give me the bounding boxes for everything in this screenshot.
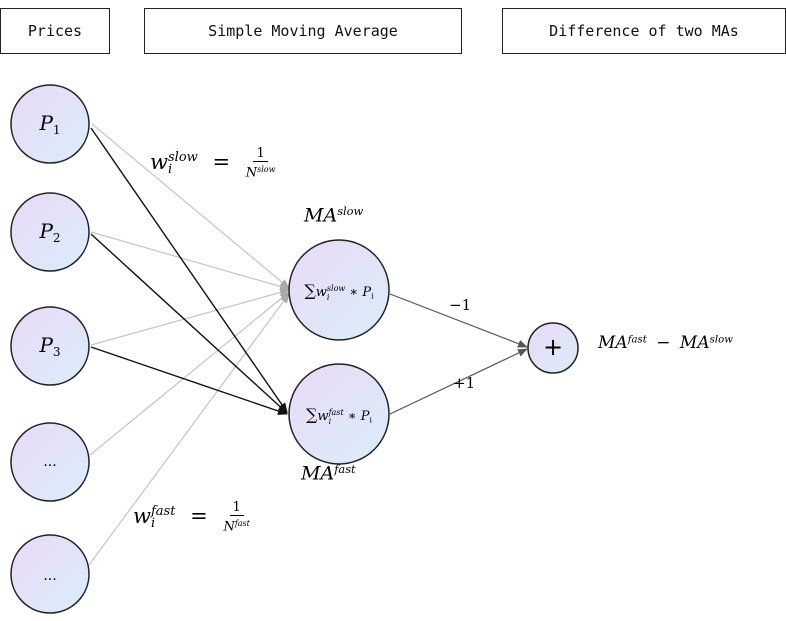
- input-label-p1: P1: [39, 110, 61, 138]
- ma-fast-node: [288, 363, 390, 465]
- input-label-4: ...: [43, 454, 57, 470]
- input-node-p1: [10, 84, 90, 164]
- edge-p3-slow: [90, 288, 290, 346]
- input-node-p3: [10, 306, 90, 386]
- edge-p4-slow: [89, 291, 290, 456]
- edge-p2-fast: [90, 233, 288, 414]
- input-node-4: [10, 422, 90, 502]
- input-label-5: ...: [43, 568, 57, 584]
- edge-p5-slow: [88, 293, 290, 566]
- edges-to-ma-slow: [88, 123, 290, 566]
- input-label-p2: P2: [39, 218, 61, 246]
- ma-fast-title: MAfast: [301, 462, 356, 485]
- input-nodes: [10, 84, 90, 614]
- edge-p3-fast: [90, 346, 288, 415]
- edge-p1-fast: [90, 127, 288, 413]
- input-label-p3: P3: [39, 332, 61, 360]
- input-node-5: [10, 534, 90, 614]
- sum-node: [527, 322, 579, 374]
- ma-slow-node: [288, 239, 390, 341]
- edge-p2-slow: [90, 231, 290, 291]
- header-diff: Difference of two MAs: [502, 8, 786, 54]
- header-sma: Simple Moving Average: [144, 8, 462, 54]
- input-node-p2: [10, 192, 90, 272]
- edge-label-fast: +1: [453, 374, 476, 392]
- edge-p1-slow: [91, 123, 290, 289]
- ma-slow-title: MAslow: [304, 204, 364, 227]
- edge-slow-sum: [389, 293, 528, 348]
- edge-fast-sum: [389, 348, 528, 415]
- edges-to-sum: [389, 293, 528, 415]
- plus-icon: +: [542, 333, 564, 361]
- edges-to-ma-fast: [90, 127, 288, 415]
- edge-label-slow: −1: [449, 296, 472, 314]
- output-formula: MAfast − MAslow: [598, 333, 733, 353]
- header-prices: Prices: [0, 8, 110, 54]
